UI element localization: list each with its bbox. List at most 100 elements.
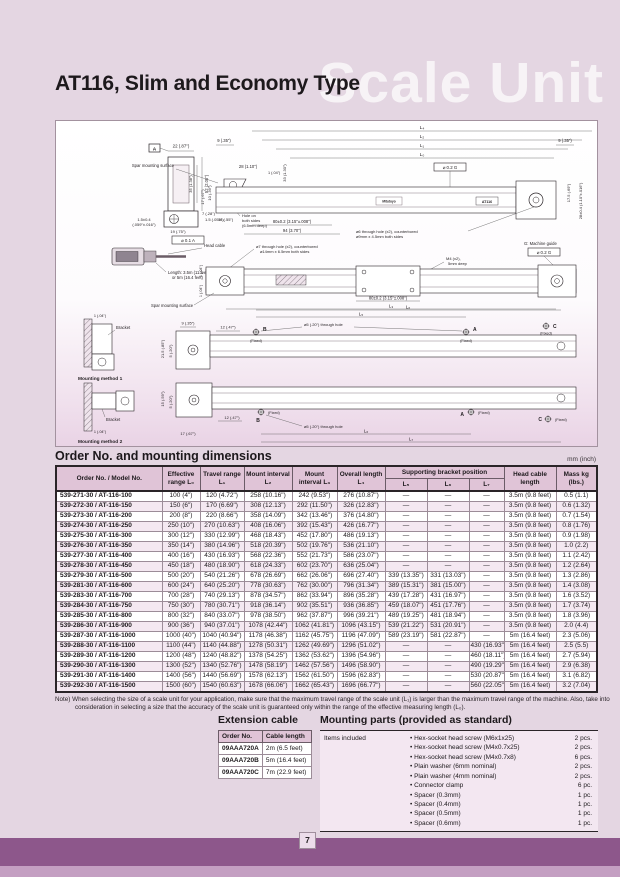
value-cell: — (384, 531, 428, 542)
value-cell: 530 (20.87") (468, 671, 505, 682)
value-cell: — (384, 661, 428, 672)
value-cell: — (468, 621, 505, 632)
value-cell: — (384, 671, 428, 682)
value-cell: 0.6 (1.32) (555, 501, 598, 512)
value-cell: 1.1 (2.42) (555, 551, 598, 562)
drawing-label: Hole on (242, 213, 256, 218)
value-cell: 451 (17.76") (426, 601, 470, 612)
value-cell: 450 (18") (161, 561, 201, 572)
value-cell: 480 (18.90") (199, 561, 245, 572)
value-cell: 962 (37.87") (291, 611, 338, 622)
drawing-label: 1 (.04") (199, 284, 203, 297)
value-cell: 800 (32") (161, 611, 201, 622)
value-cell: 3.2 (7.04) (555, 681, 598, 693)
value-cell: 1040 (40.94") (199, 631, 245, 642)
value-cell: 1496 (58.90") (336, 661, 386, 672)
order-table-title: Order No. and mounting dimensions (55, 449, 272, 463)
value-cell: 1400 (56") (161, 671, 201, 682)
value-cell: 300 (12") (161, 531, 201, 542)
drawing-label: (Fixed) (250, 339, 263, 343)
value-cell: 350 (14") (161, 541, 201, 552)
drawing-label: B (263, 327, 267, 333)
value-cell: — (384, 641, 428, 652)
value-cell: 502 (19.76") (291, 541, 338, 552)
value-cell: 878 (34.57") (243, 591, 293, 602)
value-cell: 342 (13.46") (291, 511, 338, 522)
mounting-item-qty: 1 pc. (577, 800, 592, 808)
drawing-label: (Fixed) (478, 411, 491, 415)
col-l5: L₅ (384, 478, 428, 492)
drawing-label: 7 (.28") (202, 211, 216, 216)
value-cell: 3.5m (9.8 feet) (503, 611, 557, 622)
value-cell: 150 (6") (161, 501, 201, 512)
col-ext-cable-length: Cable length (261, 730, 313, 743)
items-included-label: Items included (324, 735, 366, 742)
drawing-label: (Fixed) (460, 339, 473, 343)
drawing-label: 21.5 (.85") (160, 339, 165, 358)
value-cell: 1140 (44.88") (199, 641, 245, 652)
value-cell: 1696 (66.77") (336, 681, 386, 693)
side-view-top: L₄ L₂ L₁ L₀ 9 (.35") Spar mounting surfa… (132, 125, 592, 239)
value-cell: 430 (16.93") (199, 551, 245, 562)
mounting-item-name: Plain washer (4mm nominal) (410, 772, 496, 781)
value-cell: 902 (35.51") (291, 601, 338, 612)
mounting-item: Spacer (0.4mm)1 pc. (410, 800, 594, 809)
mounting-item-qty: 6 pcs. (574, 753, 592, 761)
model-cell: 539-279-30 / AT-116-500 (55, 571, 163, 582)
model-cell: 539-277-30 / AT-116-400 (55, 551, 163, 562)
value-cell: 1340 (52.76") (199, 661, 245, 672)
mounting-item-qty: 1 pc. (577, 791, 592, 799)
value-cell: — (426, 551, 470, 562)
drawing-label: 9 (.35") (182, 321, 196, 326)
value-cell: 5m (16.4 feet) (503, 661, 557, 672)
drawing-label: 9 (.35") (217, 138, 231, 143)
mounting-method-2-view: Bracket 1 (.04") Mounting method 2 15 (.… (78, 382, 577, 445)
drawing-label: A (473, 327, 477, 333)
footer-strip (0, 866, 620, 877)
value-cell: 1596 (62.83") (336, 671, 386, 682)
value-cell: 1062 (41.81") (291, 621, 338, 632)
drawing-label: ⌀7 through hole (x2), counterbored (256, 244, 318, 249)
col-bracket-position-group: Supporting bracket position (384, 465, 505, 479)
value-cell: 500 (20") (161, 571, 201, 582)
value-cell: 120 (4.72") (199, 490, 245, 502)
value-cell: — (426, 641, 470, 652)
cable-length-cell: 5m (16.4 feet) (261, 754, 313, 767)
mounting-item: Hex-socket head screw (M4x0.7x25)2 pcs. (410, 743, 594, 752)
value-cell: 600 (24") (161, 581, 201, 592)
value-cell: — (426, 541, 470, 552)
drawing-label: 35 (1.38") (188, 175, 193, 193)
value-cell: — (468, 631, 505, 642)
value-cell: 459 (18.07") (384, 601, 428, 612)
model-cell: 539-290-30 / AT-116-1300 (55, 661, 163, 672)
value-cell: 936 (36.85") (336, 601, 386, 612)
value-cell: 0.5 (1.1) (555, 490, 598, 502)
drawing-label: 1.5±0.4 (137, 217, 151, 222)
value-cell: 3.5m (9.8 feet) (503, 531, 557, 542)
mounting-item-qty: 2 pcs. (574, 772, 592, 780)
value-cell: 1296 (51.02") (336, 641, 386, 652)
drawing-label: Spar mounting surface (151, 303, 194, 308)
value-cell: 486 (19.13") (336, 531, 386, 542)
drawing-label: Mounting method 1 (78, 376, 123, 382)
value-cell: 2.9 (6.38) (555, 661, 598, 672)
drawing-label: L₀ (420, 152, 425, 158)
drawing-label: ⌀6 through hole (x2), counterbored (356, 229, 418, 234)
value-cell: 5m (16.4 feet) (503, 631, 557, 642)
value-cell: 3.5m (9.8 feet) (503, 591, 557, 602)
mounting-method-1-view: 1 (.04") Bracket Mounting method 1 9 (.3… (78, 305, 577, 382)
value-cell: 662 (26.06") (291, 571, 338, 582)
value-cell: 896 (35.28") (336, 591, 386, 602)
col-overall-length: Overall length L₄ (336, 465, 386, 492)
mounting-item-qty: 2 pcs. (574, 763, 592, 771)
drawing-label: B (256, 418, 260, 424)
technical-drawing: A 22 (.87") 52 (2.05") 35 (1.38") 1.5±0.… (78, 125, 592, 445)
